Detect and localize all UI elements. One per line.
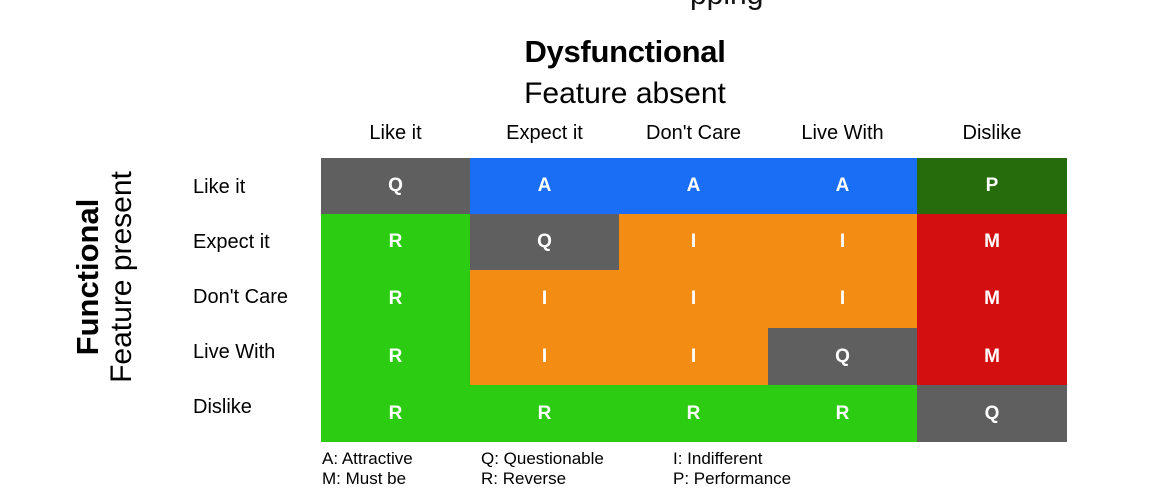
row-header: Dislike — [193, 396, 252, 418]
matrix-cell: I — [619, 270, 768, 328]
matrix-cell: M — [917, 270, 1067, 328]
matrix-cell: Q — [768, 328, 917, 385]
legend-item: Q: Questionable — [481, 449, 604, 468]
column-header: Live With — [801, 122, 884, 144]
functional-title: Functional — [70, 198, 105, 356]
row-header: Live With — [193, 341, 276, 363]
matrix-cell: R — [321, 328, 470, 385]
matrix-cell: A — [619, 158, 768, 214]
matrix-cell: I — [768, 214, 917, 270]
row-header: Like it — [193, 176, 246, 198]
matrix-cell: R — [321, 214, 470, 270]
matrix-cell: I — [470, 270, 619, 328]
matrix-cell: I — [619, 214, 768, 270]
matrix-cell: I — [619, 328, 768, 385]
matrix-cell: I — [470, 328, 619, 385]
functional-subtitle: Feature present — [105, 171, 138, 383]
matrix-cell: P — [917, 158, 1067, 214]
row-header: Expect it — [193, 231, 270, 253]
column-header: Expect it — [506, 122, 583, 144]
row-header: Don't Care — [193, 286, 288, 308]
dysfunctional-subtitle: Feature absent — [524, 77, 726, 110]
column-header: Like it — [369, 122, 422, 144]
dysfunctional-title: Dysfunctional — [524, 34, 726, 69]
matrix-cell: A — [768, 158, 917, 214]
matrix-cell: R — [470, 385, 619, 442]
column-header: Don't Care — [646, 122, 741, 144]
matrix-cell: R — [321, 385, 470, 442]
legend-item: P: Performance — [673, 469, 792, 488]
matrix-cell: M — [917, 328, 1067, 385]
matrix-cell: A — [470, 158, 619, 214]
legend-item: R: Reverse — [481, 469, 567, 488]
matrix-cell: Q — [321, 158, 470, 214]
legend-item: M: Must be — [322, 469, 407, 488]
matrix-cell: M — [917, 214, 1067, 270]
matrix-cell: Q — [470, 214, 619, 270]
legend-item: A: Attractive — [322, 449, 413, 468]
top-partial-heading: pping — [690, 0, 890, 11]
matrix-cell: R — [619, 385, 768, 442]
column-header: Dislike — [962, 122, 1022, 144]
matrix-cell: Q — [917, 385, 1067, 442]
legend-item: I: Indifferent — [673, 449, 763, 468]
matrix-cell: I — [768, 270, 917, 328]
matrix-cell: R — [768, 385, 917, 442]
functional-axis-label: Functional Feature present — [65, 160, 145, 395]
matrix-cell: R — [321, 270, 470, 328]
